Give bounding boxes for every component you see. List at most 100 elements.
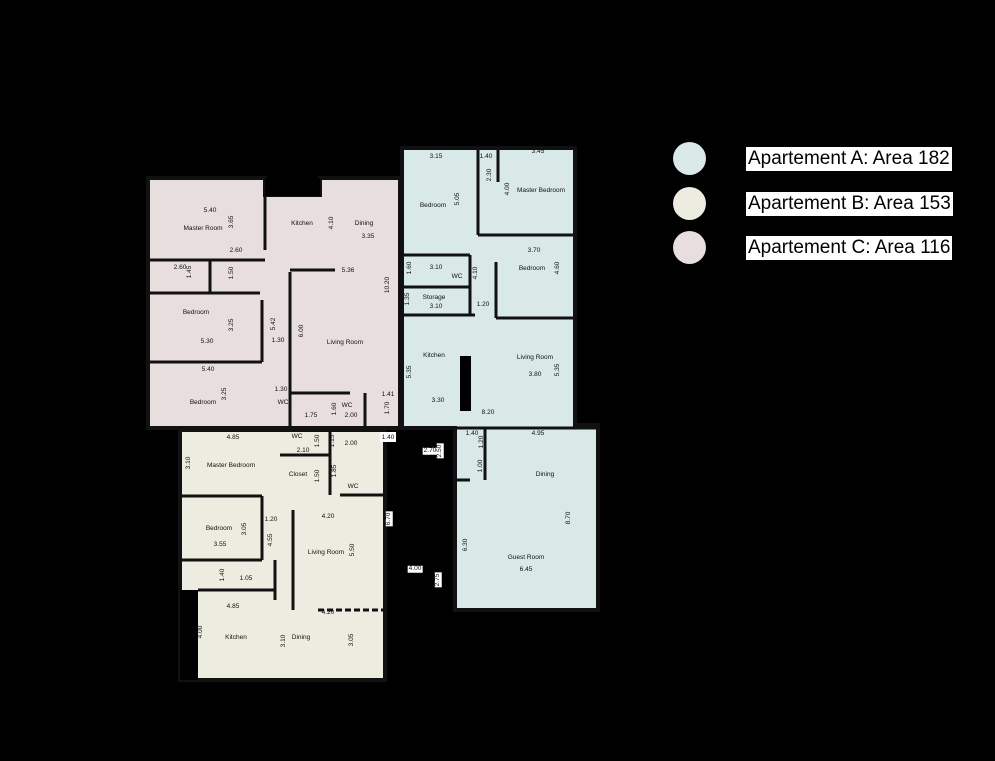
dimension-label: 1.30 [274,385,288,393]
legend-label: Apartement C: Area 116 [746,235,953,260]
dimension-label: 1.30 [271,336,285,344]
room-label: Kitchen [225,633,247,641]
dimension-label: 3.35 [361,232,375,240]
dimension-label: 2.10 [296,446,310,454]
dimension-label: 3.10 [429,263,443,271]
room-label: Living Room [307,548,345,556]
room-label: Guest Room [507,553,545,561]
room-label: WC [347,482,359,490]
room-label: WC [291,432,303,440]
dimension-label: 3.05 [347,633,355,647]
room-label: Storage [422,293,446,301]
dimension-label: 4.85 [226,433,240,441]
room-label: Dining [291,633,311,641]
dimension-label: 1.40 [465,429,479,437]
room-label: Closet [288,470,308,478]
dimension-label: 1.50 [313,469,321,483]
dimension-label: 8.20 [481,408,495,416]
dimension-label: 3.10 [429,302,443,310]
dimension-label: 3.25 [227,318,235,332]
dimension-label: 1.15 [328,434,336,448]
dimension-label: 1.40 [218,568,226,582]
dimension-label: 6.30 [461,538,469,552]
dimension-label: 4.00 [196,625,204,639]
dimension-label: 3.15 [429,152,443,160]
room-label: Kitchen [423,351,445,359]
dimension-label: 1.05 [239,574,253,582]
kitchen-column [460,356,471,411]
room-label: Dining [354,219,374,227]
dimension-label: 2.00 [344,439,358,447]
dimension-label: 4.20 [321,608,335,616]
dimension-label: 1.60 [330,402,338,416]
apartment-a-area [400,146,600,612]
dimension-label: 5.05 [453,192,461,206]
legend-swatch-a [673,142,706,175]
dimension-label: 1.20 [477,435,485,449]
dimension-label: 2.30 [485,168,493,182]
dimension-label: 1.85 [330,464,338,478]
dimension-label: 1.70 [383,401,391,415]
dimension-label: 1.35 [403,292,411,306]
dimension-label: 3.05 [240,522,248,536]
dimension-label: 2.75 [433,572,442,588]
dimension-label: 6.45 [519,565,533,573]
room-label: WC [277,398,289,406]
dimension-label: 5.30 [200,337,214,345]
dimension-label: 2.50 [435,443,444,459]
dimension-label: 5.50 [348,543,356,557]
room-label: Bedroom [205,524,233,532]
dimension-label: 3.55 [213,540,227,548]
dimension-label: 2.60 [173,263,187,271]
legend-label: Apartement A: Area 182 [746,146,952,171]
dimension-label: 5.40 [203,206,217,214]
room-label: WC [451,272,463,280]
dimension-label: 3.65 [227,215,235,229]
dimension-label: 1.00 [476,459,484,473]
dimension-label: 3.30 [431,396,445,404]
dimension-label: 3.25 [220,387,228,401]
dimension-label: 1.60 [405,261,413,275]
dimension-label: 4.10 [327,216,335,230]
room-label: Bedroom [182,308,210,316]
legend-label: Apartement B: Area 153 [746,191,953,216]
dimension-label: 10.20 [383,276,391,294]
room-label: Kitchen [291,219,313,227]
room-label: Bedroom [419,201,447,209]
dimension-label: 4.10 [471,266,479,280]
legend-item-apartment-b: Apartement B: Area 153 [673,187,953,220]
legend-item-apartment-a: Apartement A: Area 182 [673,142,952,175]
dimension-label: 4.95 [531,429,545,437]
room-label: Master Bedroom [516,186,566,194]
dimension-label: 6.00 [297,324,305,338]
dimension-box-140 [380,432,396,442]
legend-swatch-b [673,187,706,220]
legend-item-apartment-c: Apartement C: Area 116 [673,231,953,264]
dimension-label: 1.40 [479,152,493,160]
dimension-label: 2.70 [422,446,438,455]
room-label: WC [341,401,353,409]
room-label: Master Bedroom [206,461,256,469]
dimension-label: 4.85 [226,602,240,610]
dimension-label: 1.50 [227,266,235,280]
dimension-label: 4.60 [553,261,561,275]
dimension-label: 5.35 [405,365,413,379]
dimension-label: 1.40 [381,433,395,441]
dimension-label: 5.35 [553,363,561,377]
dimension-label: 1.41 [381,390,395,398]
dimension-label: 6.70 [384,511,393,527]
dimension-label: 2.60 [229,246,243,254]
room-label: Bedroom [189,398,217,406]
dimension-label: 1.45 [185,265,193,279]
dimension-label: 5.36 [341,266,355,274]
dimension-label: 4.20 [321,512,335,520]
dimension-label: 2.00 [344,411,358,419]
b-left-block [180,590,198,680]
dimension-label: 3.10 [279,634,287,648]
room-label: Master Room [183,224,223,232]
dimension-label: 3.10 [184,456,192,470]
dimension-label: 5.42 [269,317,277,331]
dimension-label: 4.00 [503,182,511,196]
dimension-label: 3.45 [531,147,545,155]
